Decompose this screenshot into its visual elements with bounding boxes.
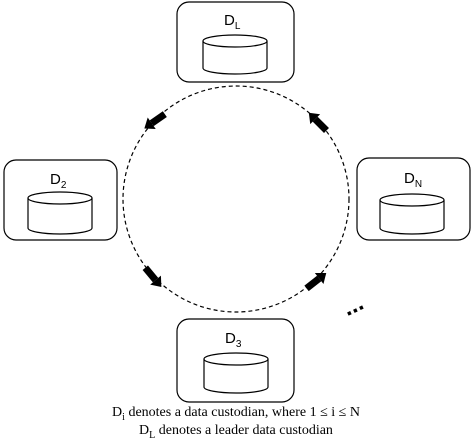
caption-2-pre: D [139,423,150,438]
caption-line-1: Di denotes a data custodian, where 1 ≤ i… [0,405,472,426]
node-leader-letter: D [224,12,235,29]
node-d2-sub: 2 [61,180,67,191]
node-d3-sub: 3 [236,339,242,350]
arrow-icon [142,265,162,287]
node-leader: DL [176,1,295,83]
caption-2-sub: L [149,429,156,441]
ellipsis: ... [338,289,368,322]
node-dn-sub: N [415,179,422,190]
node-d3-letter: D [225,330,236,347]
svg-text:DN: DN [404,170,422,190]
node-dn: DN [356,157,471,241]
caption-2-post: denotes a leader data custodian [155,423,333,438]
node-d3: D3 [176,318,295,403]
arrow-icon [308,112,329,133]
caption-1-sub: i [122,411,125,423]
caption-1-post: denotes a data custodian, where 1 ≤ i ≤ … [124,405,360,420]
caption-line-2: DL denotes a leader data custodian [0,423,472,444]
ring-path [122,85,350,313]
node-d2-letter: D [50,171,61,188]
database-icon [203,352,269,394]
svg-text:D3: D3 [225,330,242,350]
node-dn-letter: D [404,170,415,187]
arrow-icon [304,272,327,292]
node-leader-sub: L [235,21,241,32]
database-icon [379,193,445,235]
database-icon [27,191,93,235]
arrow-icon [144,111,167,130]
svg-text:DL: DL [224,12,241,32]
caption-1-pre: D [112,405,123,420]
database-icon [202,34,268,75]
svg-text:D2: D2 [50,171,67,191]
node-d2: D2 [3,159,118,241]
